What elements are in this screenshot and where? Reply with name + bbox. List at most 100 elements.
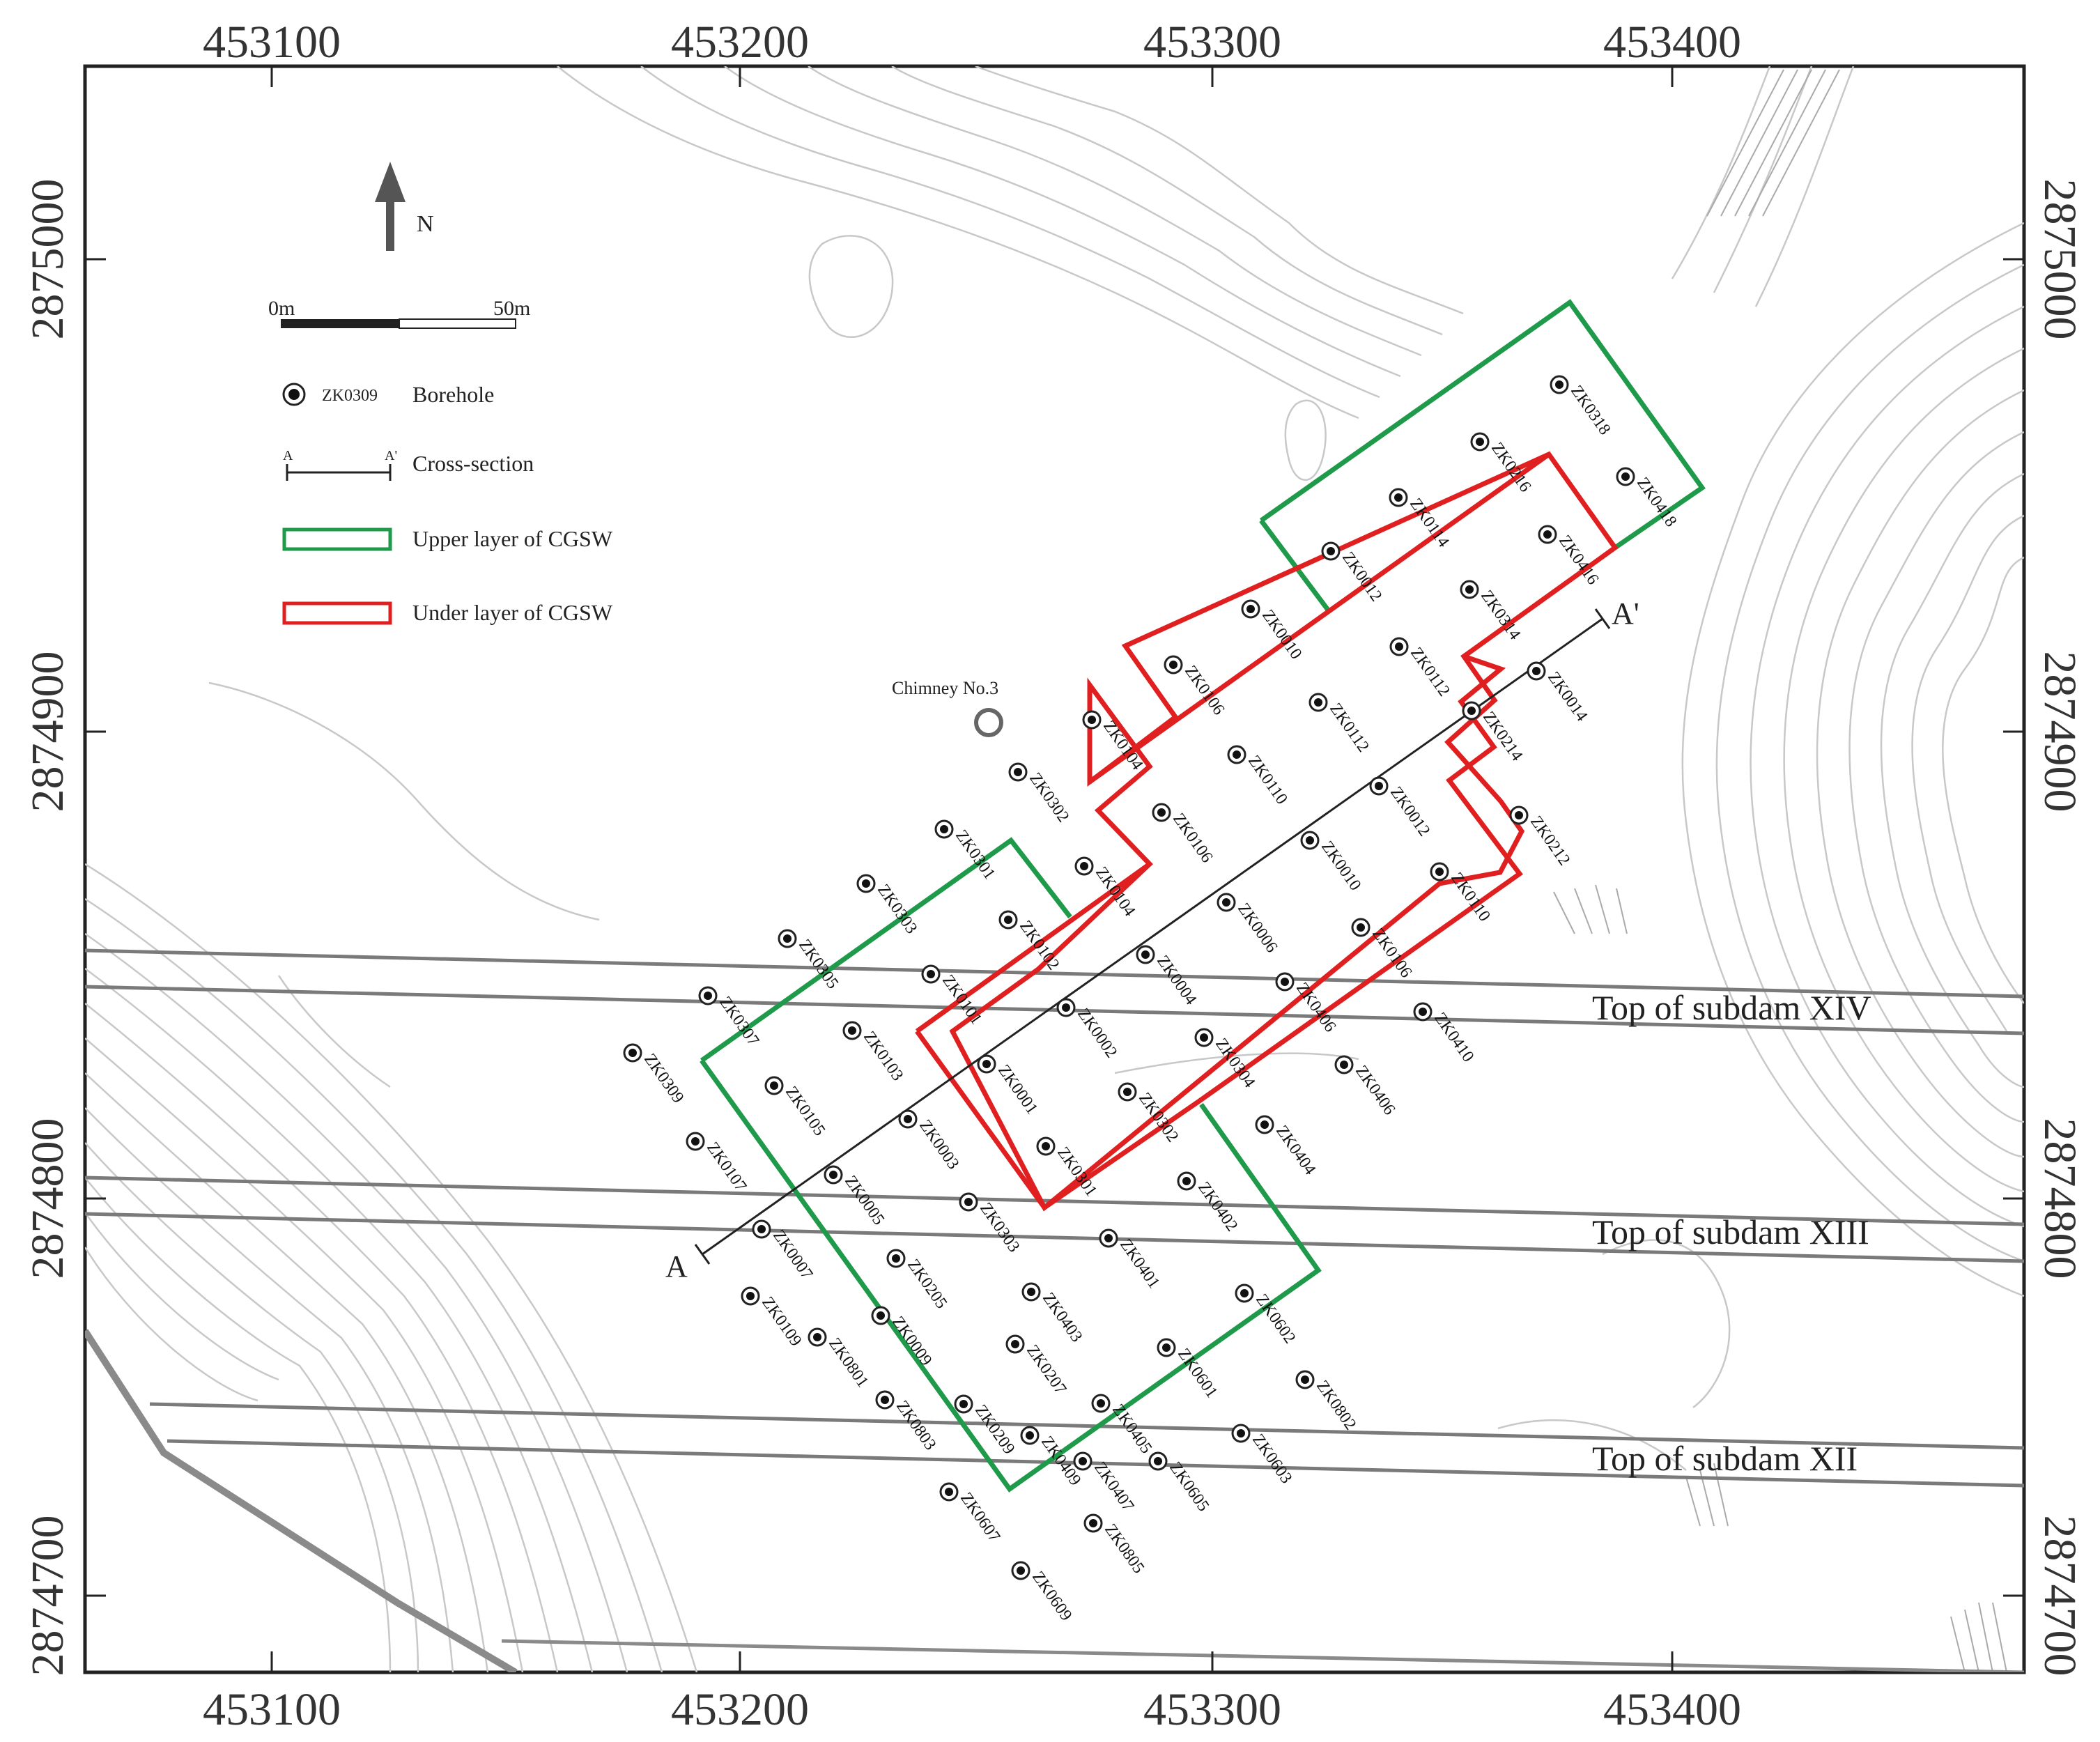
borehole-dot <box>1281 978 1289 986</box>
borehole-dot <box>1169 661 1178 669</box>
x-tick-top-453400: 453400 <box>1603 17 1741 68</box>
y-tick-right-2874900: 2874900 <box>2035 652 2085 812</box>
borehole-dot <box>1327 547 1335 555</box>
borehole-dot <box>1246 605 1255 613</box>
borehole-dot <box>770 1081 778 1090</box>
section-label-a: A <box>665 1249 688 1284</box>
borehole-dot <box>964 1198 973 1206</box>
x-tick-top-453300: 453300 <box>1143 17 1281 68</box>
map-frame <box>83 64 2026 1674</box>
borehole-dot <box>1097 1399 1105 1408</box>
borehole-dot <box>1465 585 1474 594</box>
legend-section-a: A <box>283 448 293 463</box>
borehole-dot <box>1555 380 1564 389</box>
subdam-label-xii: Top of subdam XII <box>1592 1439 1858 1478</box>
x-tick-top-453100: 453100 <box>203 17 341 68</box>
borehole-dot <box>1340 1061 1348 1069</box>
borehole-dot <box>1162 1343 1171 1352</box>
legend-borehole-code: ZK0309 <box>322 387 378 405</box>
borehole-dot <box>1079 1457 1087 1465</box>
borehole-dot <box>1089 1519 1097 1527</box>
borehole-dot <box>746 1292 755 1300</box>
borehole-dot <box>945 1488 953 1496</box>
legend-cross-section-label: Cross-section <box>412 451 534 476</box>
borehole-dot <box>927 970 935 978</box>
borehole-dot <box>1532 667 1541 675</box>
borehole-dot <box>1062 1003 1070 1012</box>
borehole-dot <box>1042 1142 1050 1150</box>
subdam-label-xiii: Top of subdam XIII <box>1592 1212 1869 1251</box>
borehole-dot <box>1026 1431 1034 1440</box>
borehole-dot <box>1011 1340 1019 1348</box>
borehole-dot <box>877 1311 885 1320</box>
borehole-dot <box>1395 642 1403 651</box>
upper-layer-cgsw <box>700 299 1706 1493</box>
upper-layer-polygon-sw <box>700 837 1322 1493</box>
legend-borehole-label: Borehole <box>412 382 494 407</box>
north-label: N <box>417 211 434 237</box>
borehole-dot <box>1088 716 1096 724</box>
borehole-dot <box>959 1400 968 1408</box>
borehole-dot <box>628 1049 637 1057</box>
under-layer-cgsw <box>949 451 1619 1212</box>
x-tick-bottom-453100: 453100 <box>203 1684 341 1735</box>
y-tick-right-2874800: 2874800 <box>2035 1118 2085 1279</box>
borehole-dot <box>1017 1566 1025 1575</box>
borehole-dot <box>982 1060 991 1068</box>
cross-section-a-a <box>694 608 1611 1265</box>
borehole-dot <box>848 1026 856 1035</box>
borehole-dot <box>1154 1457 1162 1465</box>
borehole-dot <box>783 934 792 943</box>
borehole-dot <box>1014 768 1022 776</box>
x-tick-bottom-453300: 453300 <box>1143 1684 1281 1735</box>
borehole-dot <box>1104 1234 1113 1242</box>
borehole-dot <box>829 1171 837 1179</box>
x-tick-bottom-453200: 453200 <box>671 1684 809 1735</box>
y-tick-left-2874800: 2874800 <box>22 1118 73 1279</box>
borehole-dot <box>1222 898 1230 907</box>
borehole-dot <box>1621 472 1630 481</box>
borehole-dot <box>757 1225 766 1233</box>
borehole-dot <box>1200 1033 1208 1042</box>
borehole-dot <box>1306 836 1314 845</box>
borehole-dot <box>1240 1289 1249 1297</box>
borehole-dot <box>1004 916 1012 924</box>
legend-under-swatch <box>282 601 392 625</box>
frame-ticks <box>85 66 2024 1672</box>
borehole-dot <box>1394 493 1403 502</box>
borehole-dot <box>1027 1288 1035 1296</box>
section-label-a-prime: A' <box>1612 596 1639 631</box>
chimney-label: Chimney No.3 <box>892 678 998 698</box>
borehole-dot <box>1419 1008 1427 1016</box>
upper-layer-polygon-ne <box>1259 299 1706 614</box>
borehole-dot <box>1314 698 1322 707</box>
borehole-dot <box>691 1137 700 1146</box>
legend-under-label: Under layer of CGSW <box>412 600 613 625</box>
y-tick-left-2874700: 2874700 <box>22 1516 73 1677</box>
borehole-dot <box>704 992 712 1000</box>
y-tick-right-2874700: 2874700 <box>2035 1516 2085 1677</box>
borehole-dot <box>1080 862 1088 870</box>
borehole-dot <box>881 1396 889 1404</box>
subdam-label-xiv: Top of subdam XIV <box>1592 988 1871 1027</box>
road-line-lower <box>501 1639 2024 1672</box>
borehole-dot <box>1260 1120 1269 1129</box>
y-tick-right-2875000: 2875000 <box>2035 179 2085 340</box>
borehole-dot <box>1233 750 1241 759</box>
scale-bar: 0m 50m <box>268 297 530 329</box>
borehole-dot <box>1237 1429 1245 1437</box>
subdam-lines <box>84 948 2025 1488</box>
borehole-dot <box>1435 868 1444 876</box>
borehole-dot <box>1543 530 1552 539</box>
borehole-dot <box>1123 1088 1132 1096</box>
y-tick-left-2874900: 2874900 <box>22 652 73 812</box>
scale-end-label: 50m <box>493 297 530 320</box>
legend-upper-swatch <box>282 527 392 551</box>
axis-labels: 453100 453200 453300 453400 453100 45320… <box>22 17 2085 1735</box>
borehole-dot <box>1375 782 1383 790</box>
y-tick-left-2875000: 2875000 <box>22 179 73 340</box>
x-tick-top-453200: 453200 <box>671 17 809 68</box>
borehole-dot <box>1476 438 1484 446</box>
borehole-dot <box>1301 1375 1309 1384</box>
